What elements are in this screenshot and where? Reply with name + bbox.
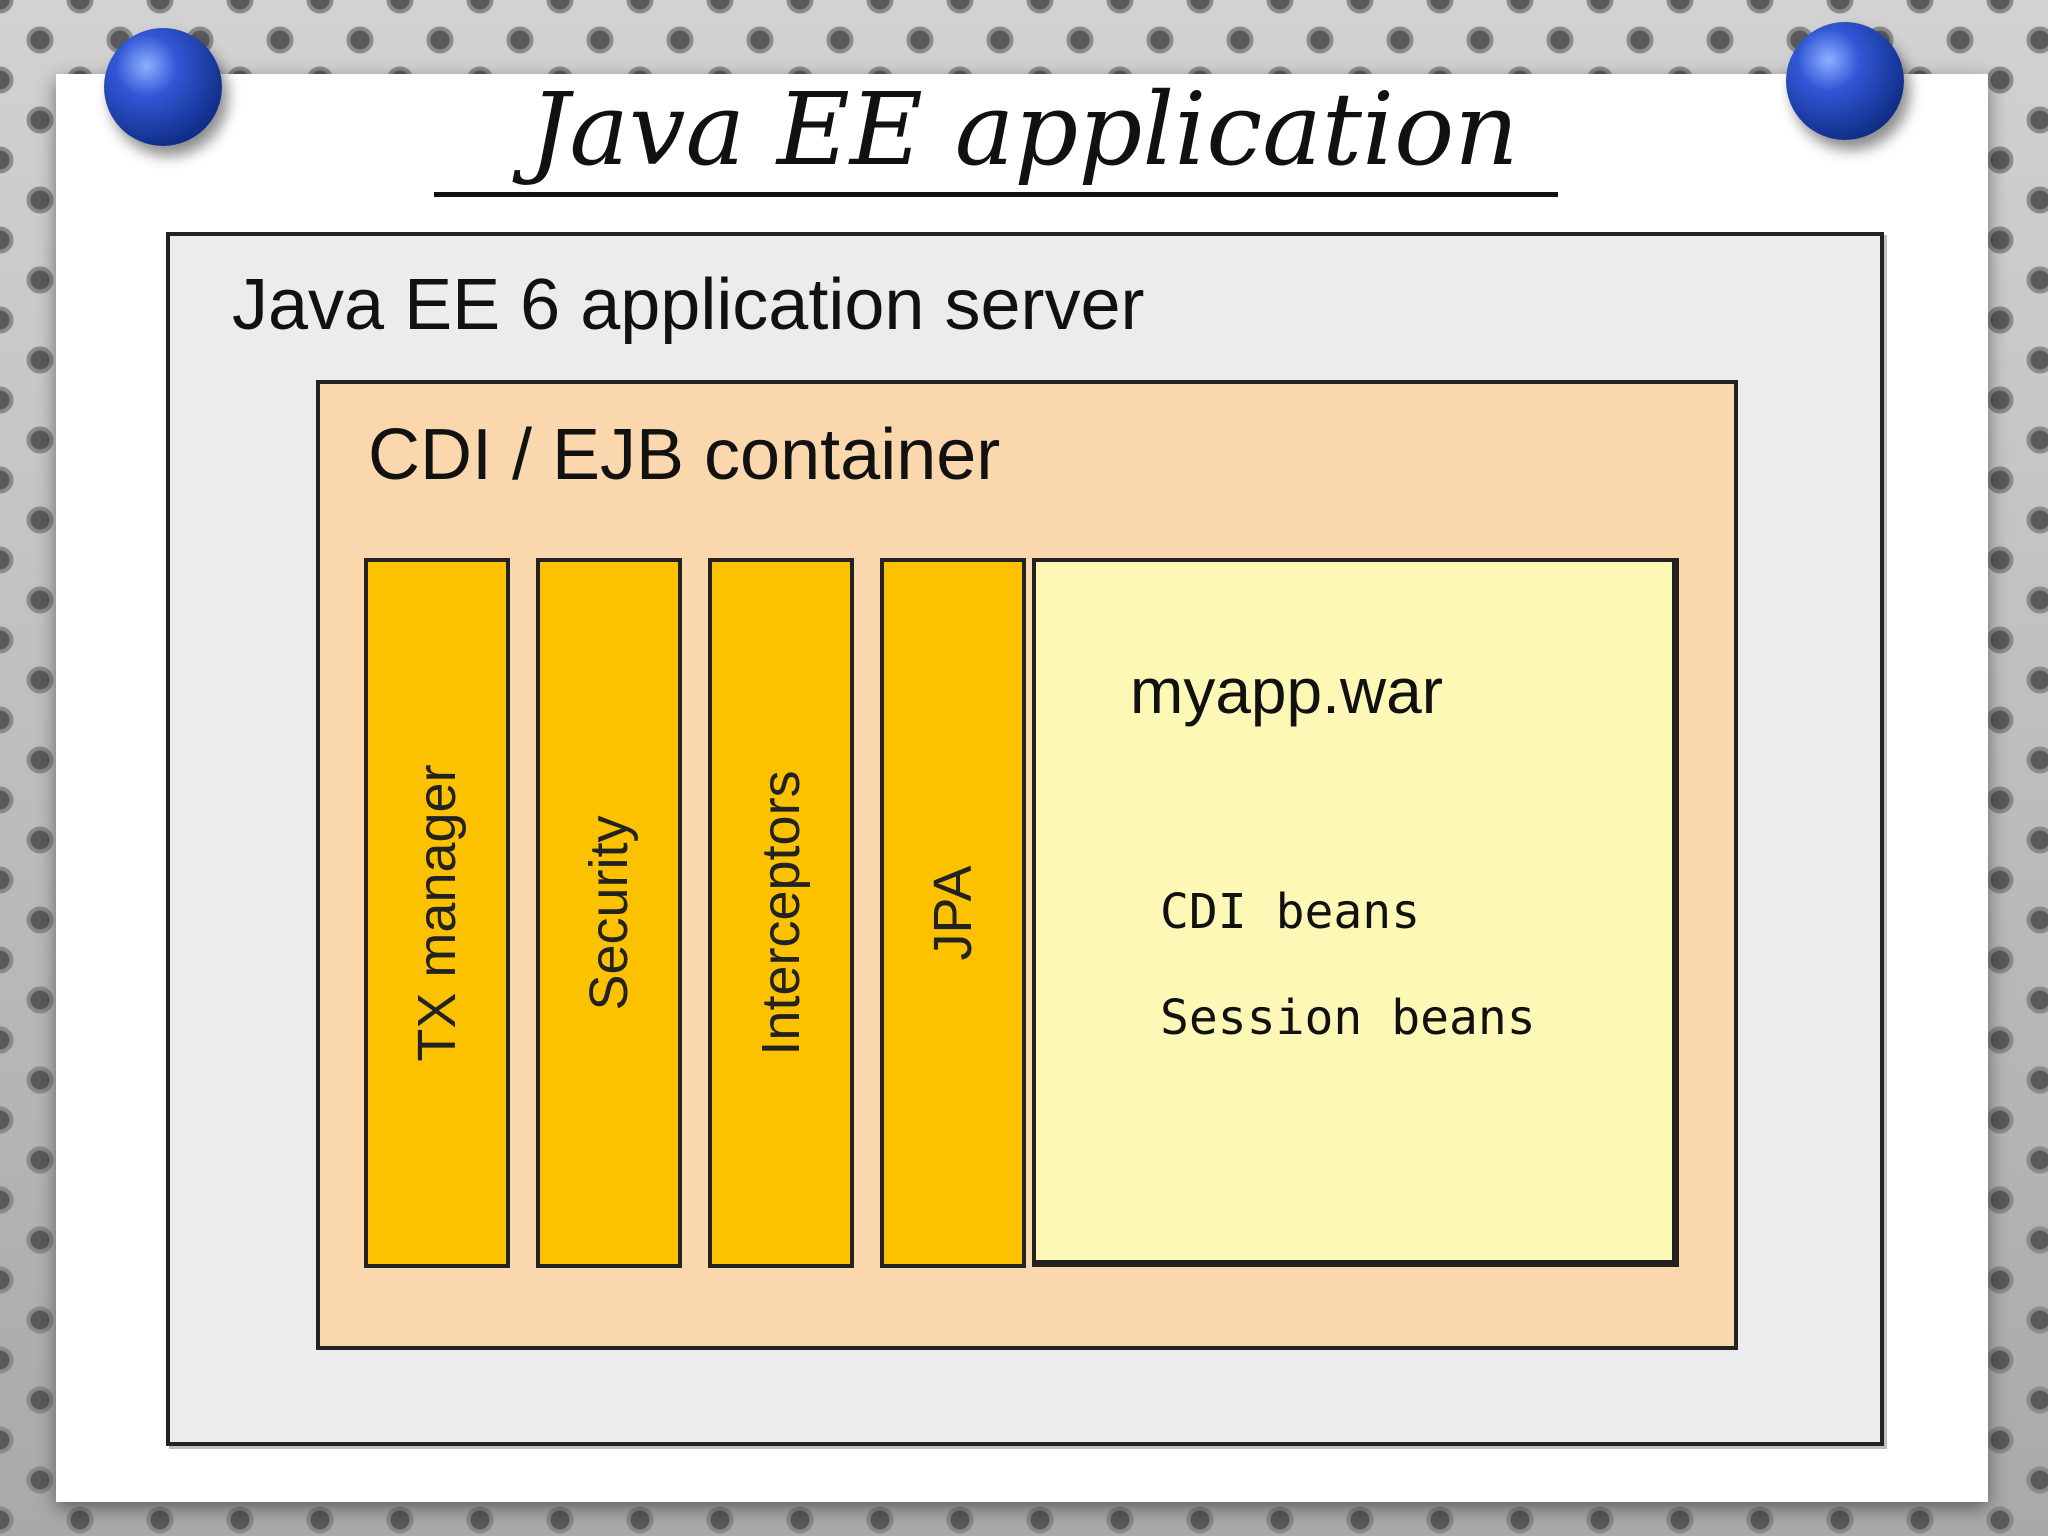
title-underline <box>434 192 1558 197</box>
pin-left-icon <box>104 28 222 146</box>
session-beans-label: Session beans <box>1160 990 1536 1046</box>
war-label: myapp.war <box>1130 655 1443 727</box>
application-server-box: Java EE 6 application server CDI / EJB c… <box>166 232 1884 1446</box>
page-title: Java EE application <box>529 71 1519 188</box>
cdi-ejb-container-box: CDI / EJB container TX manager Security … <box>316 380 1738 1350</box>
cdi-beans-label: CDI beans <box>1160 884 1421 940</box>
application-server-label: Java EE 6 application server <box>232 265 1145 345</box>
security-label: Security <box>579 815 639 1011</box>
container-label: CDI / EJB container <box>368 415 1001 495</box>
tx-manager-service: TX manager <box>364 558 510 1268</box>
pin-right-icon <box>1786 22 1904 140</box>
tx-manager-label: TX manager <box>407 764 467 1062</box>
interceptors-label: Interceptors <box>751 770 811 1056</box>
myapp-war-box: myapp.war CDI beans Session beans <box>1032 558 1679 1267</box>
security-service: Security <box>536 558 682 1268</box>
jpa-service: JPA <box>880 558 1026 1268</box>
jpa-label: JPA <box>923 865 983 961</box>
interceptors-service: Interceptors <box>708 558 854 1268</box>
